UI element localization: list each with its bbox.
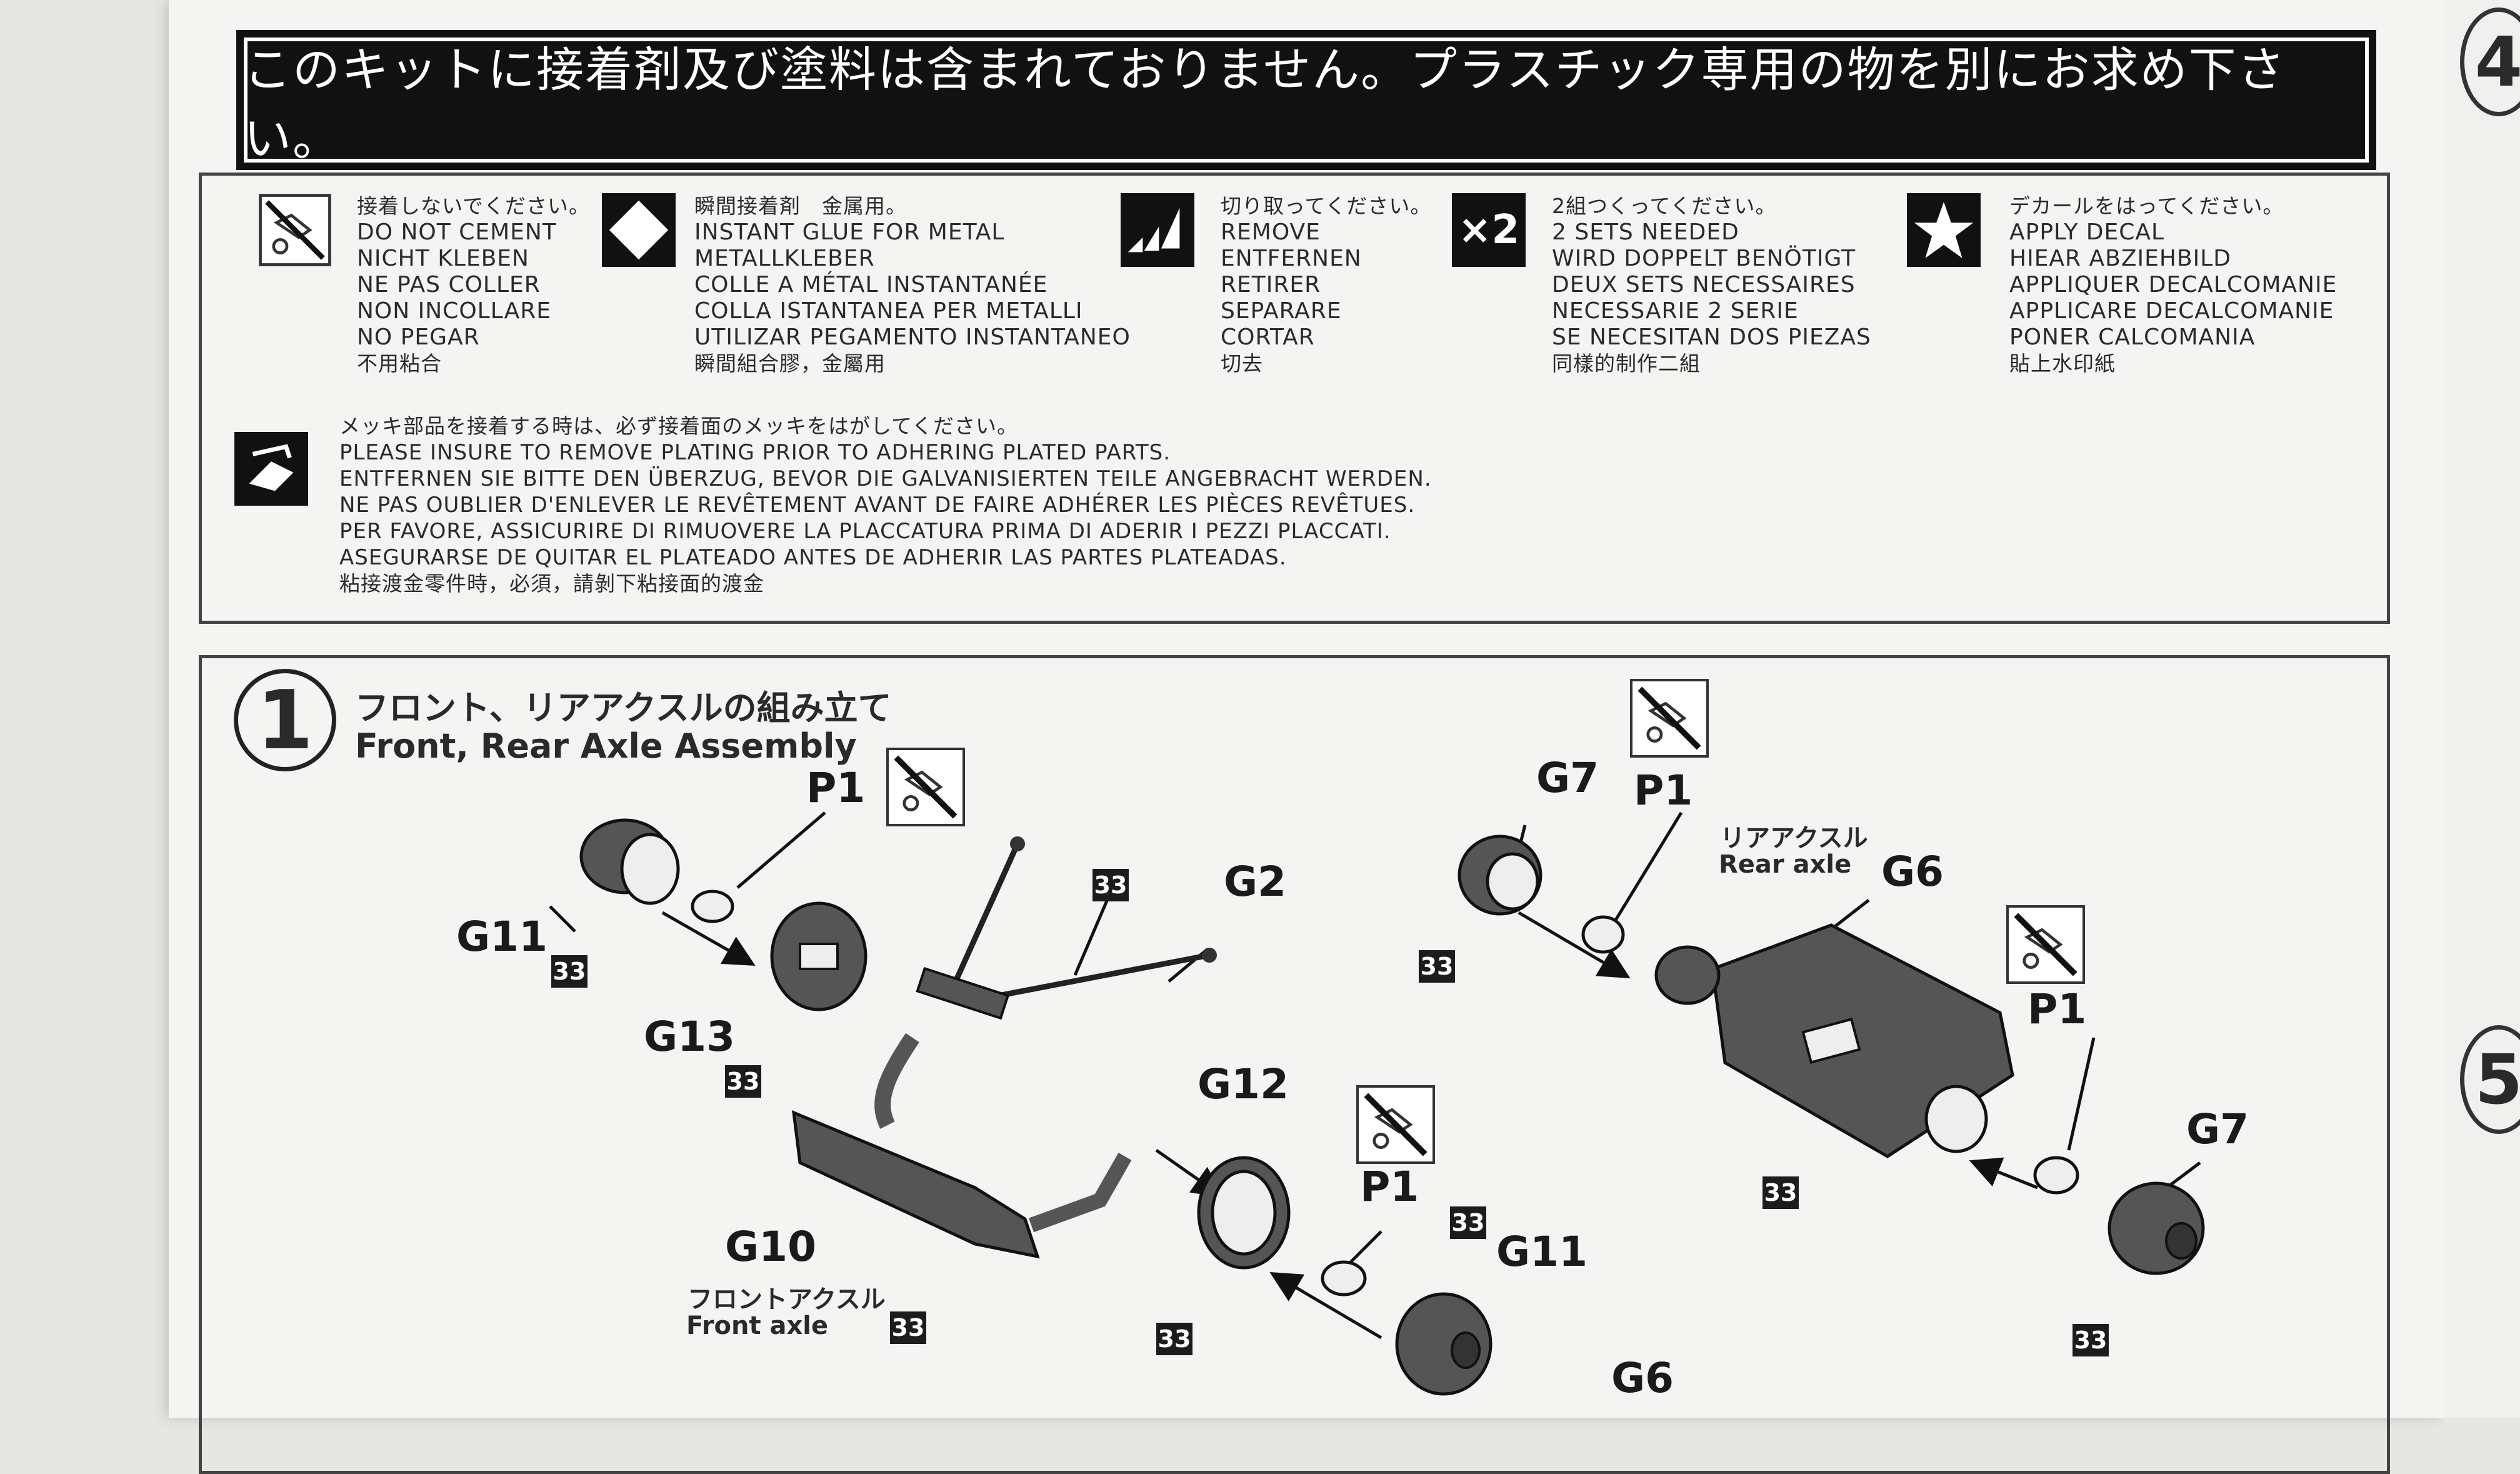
legend-line: REMOVE: [1221, 219, 1321, 245]
legend-line: 同樣的制作二組: [1552, 351, 1701, 376]
g12-brake-disc: [1197, 1156, 1291, 1270]
step-title-english: Front, Rear Axle Assembly: [355, 726, 857, 766]
legend-line: CORTAR: [1221, 324, 1315, 350]
paint-code-badge: 33: [1762, 1176, 1799, 1209]
axle-assembly-illustration: [549, 811, 2205, 1396]
legend-line: NO PEGAR: [357, 324, 480, 350]
legend-line: 瞬間接着剤 金属用。: [694, 194, 907, 218]
part-label-g7: G7: [1536, 754, 1599, 802]
paint-code-badge: 33: [1156, 1323, 1192, 1355]
g7-rear-hub-right: [2108, 1181, 2205, 1275]
part-label-g13: G13: [644, 1013, 736, 1061]
paint-code-badge: 33: [1419, 950, 1455, 983]
step-title-japanese: フロント、リアアクスルの組み立て: [355, 688, 892, 728]
symbol-legend: 接着しないでください。 DO NOT CEMENT NICHT KLEBEN N…: [199, 173, 2390, 624]
g10-front-axle: [791, 1033, 1132, 1259]
legend-line: DEUX SETS NECESSAIRES: [1552, 272, 1856, 298]
legend-line: 2組つくってください。: [1552, 194, 1777, 218]
legend-line: DO NOT CEMENT: [357, 219, 557, 245]
front-axle-label-jp: フロントアクスル: [688, 1285, 886, 1314]
no-cement-icon: [886, 748, 965, 826]
legend-line: INSTANT GLUE FOR METAL: [694, 219, 1005, 245]
plating-line: メッキ部品を接着する時は、必ず接着面のメッキをはがしてください。: [339, 414, 1019, 438]
no-cement-icon: [1356, 1085, 1435, 1164]
legend-line: NICHT KLEBEN: [357, 246, 529, 271]
next-page-edge: 4 5: [2444, 0, 2520, 1418]
paint-code-badge: 33: [1092, 869, 1129, 901]
paint-code-badge: 33: [1450, 1206, 1486, 1239]
part-label-g10: G10: [725, 1223, 817, 1271]
plating-removal-icon: [234, 432, 308, 506]
part-label-g12: G12: [1198, 1060, 1289, 1108]
no-cement-icon: [1630, 679, 1709, 758]
legend-line: NECESSARIE 2 SERIE: [1552, 298, 1799, 324]
legend-line: COLLA ISTANTANEA PER METALLI: [694, 298, 1083, 324]
paint-code-badge: 33: [2072, 1324, 2109, 1356]
part-label-p1: P1: [1360, 1163, 1419, 1211]
g11-front-wheel: [579, 818, 680, 905]
instant-glue-icon: [602, 193, 676, 267]
part-label-g6: G6: [1611, 1354, 1674, 1402]
paint-code-badge: 33: [551, 955, 588, 988]
legend-line: SEPARARE: [1221, 298, 1342, 324]
part-label-g7: G7: [2186, 1105, 2249, 1153]
next-page-step-number: 4: [2460, 8, 2520, 116]
legend-line: 瞬間組合膠，金屬用: [694, 351, 886, 376]
g7-rear-hub-left: [1458, 835, 1542, 916]
legend-line: HIEAR ABZIEHBILD: [2009, 246, 2232, 271]
legend-line: SE NECESITAN DOS PIEZAS: [1552, 324, 1871, 350]
step-number: 1: [234, 669, 336, 771]
legend-line: APPLIQUER DECALCOMANIE: [2009, 272, 2338, 298]
legend-line: 2 SETS NEEDED: [1552, 219, 1739, 245]
legend-line: WIRD DOPPELT BENÖTIGT: [1552, 246, 1856, 271]
part-label-p1: P1: [806, 764, 866, 812]
part-label-g6: G6: [1881, 848, 1944, 896]
g13-hub: [770, 901, 868, 1011]
legend-line: 貼上水印紙: [2009, 351, 2116, 376]
no-cement-icon: [2006, 905, 2085, 984]
part-label-p1: P1: [1634, 766, 1693, 815]
legend-line: RETIRER: [1221, 272, 1321, 298]
legend-line: デカールをはってください。: [2009, 194, 2284, 218]
banner-text: このキットに接着剤及び塗料は含まれておりません。プラスチック専用の物を別にお求め…: [244, 42, 2286, 166]
legend-line: 不用粘合: [357, 351, 442, 376]
legend-line: METALLKLEBER: [694, 246, 875, 271]
legend-line: PONER CALCOMANIA: [2009, 324, 2256, 350]
next-page-step-number-lower: 5: [2460, 1025, 2520, 1134]
legend-line: COLLE A MÉTAL INSTANTANÉE: [694, 272, 1048, 298]
g11-rear-wheel-lower: [1395, 1292, 1492, 1396]
part-label-g11: G11: [456, 913, 548, 961]
legend-line: APPLY DECAL: [2009, 219, 2165, 245]
part-label-p1: P1: [2028, 985, 2087, 1033]
paint-code-badge: 33: [725, 1065, 761, 1098]
part-label-g2: G2: [1224, 858, 1287, 906]
plating-line: ASEGURARSE DE QUITAR EL PLATEADO ANTES D…: [339, 545, 1287, 570]
legend-line: UTILIZAR PEGAMENTO INSTANTANEO: [694, 324, 1131, 350]
legend-line: 切去: [1221, 351, 1263, 376]
decal-star-icon: [1907, 193, 1981, 267]
no-cement-icon: [259, 194, 331, 266]
g6-rear-axle: [1654, 923, 2014, 1158]
plating-line: ENTFERNEN SIE BITTE DEN ÜBERZUG, BEVOR D…: [339, 466, 1432, 491]
plating-line: 粘接渡金零件時，必須，請剝下粘接面的渡金: [339, 571, 764, 596]
legend-line: APPLICARE DECALCOMANIE: [2009, 298, 2334, 324]
no-glue-banner: このキットに接着剤及び塗料は含まれておりません。プラスチック専用の物を別にお求め…: [236, 30, 2376, 170]
plating-line: PER FAVORE, ASSICURIRE DI RIMUOVERE LA P…: [339, 519, 1391, 544]
legend-line: NON INCOLLARE: [357, 298, 551, 324]
g2-rod: [947, 843, 1210, 1003]
x2-icon: ×2: [1452, 193, 1526, 267]
legend-line: ENTFERNEN: [1221, 246, 1362, 271]
legend-line: NE PAS COLLER: [357, 272, 541, 298]
legend-line: 接着しないでください。: [357, 194, 591, 218]
part-label-g11: G11: [1496, 1228, 1588, 1276]
paint-code-badge: 33: [890, 1311, 926, 1344]
plating-line: NE PAS OUBLIER D'ENLEVER LE REVÊTEMENT A…: [339, 493, 1416, 518]
plating-line: PLEASE INSURE TO REMOVE PLATING PRIOR TO…: [339, 440, 1171, 465]
rear-axle-label-jp: リアアクスル: [1720, 824, 1868, 853]
remove-icon: [1121, 193, 1194, 267]
front-axle-label-en: Front axle: [686, 1311, 829, 1340]
rear-axle-label-en: Rear axle: [1719, 850, 1852, 879]
legend-line: 切り取ってください。: [1221, 194, 1432, 218]
